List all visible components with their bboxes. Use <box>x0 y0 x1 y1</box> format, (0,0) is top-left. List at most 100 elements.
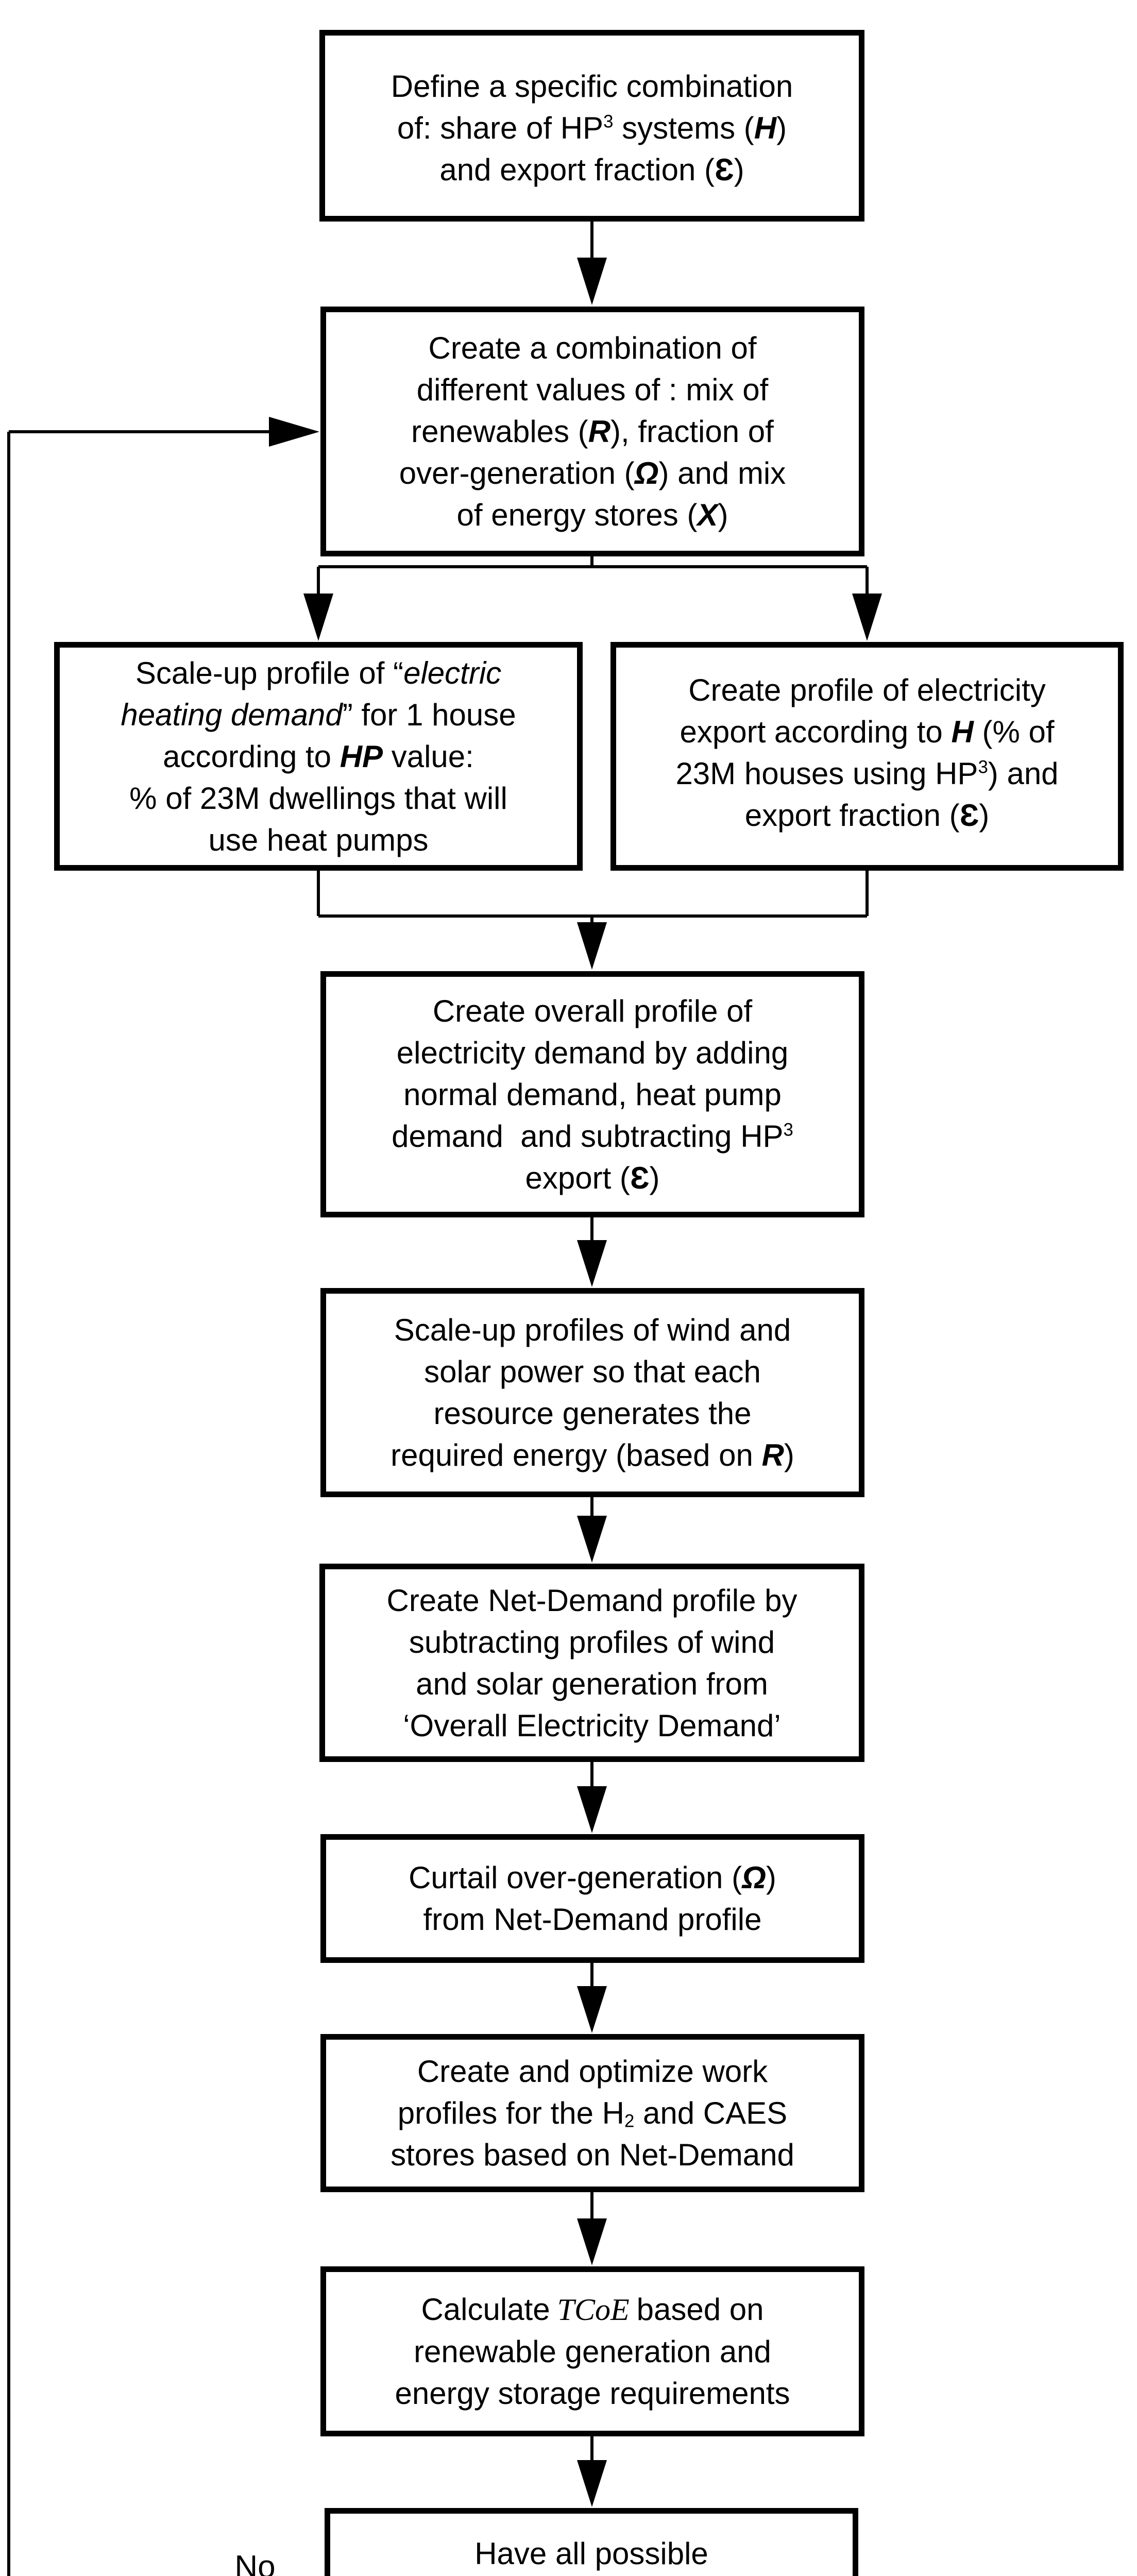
text-line: use heat pumps <box>209 819 429 861</box>
text-segment: Scale-up profiles of wind and <box>394 1313 791 1347</box>
text-segment: value: <box>383 739 474 774</box>
text-segment: 3 <box>603 111 614 132</box>
text-segment: Create Net-Demand profile by <box>386 1583 797 1618</box>
node-scale-up-wind-solar: Scale-up profiles of wind and solar power… <box>320 1288 864 1497</box>
text-segment: % of 23M dwellings that will <box>129 781 507 816</box>
text-line: Define a specific combination <box>391 65 793 107</box>
text-segment: according to <box>163 739 340 774</box>
text-segment: H <box>951 715 974 749</box>
text-line: demand and subtracting HP3 <box>392 1115 793 1157</box>
text-segment: over-generation ( <box>399 456 635 490</box>
text-line: Scale-up profiles of wind and <box>394 1309 791 1351</box>
text-line: of energy stores (X) <box>457 494 728 536</box>
text-line: export according to H (% of <box>680 711 1054 753</box>
node-create-export-profile: Create profile of electricity export acco… <box>610 642 1124 871</box>
text-segment: ) and <box>988 756 1059 791</box>
text-line: ‘Overall Electricity Demand’ <box>403 1705 781 1747</box>
arrowhead-into-scaleup-heating <box>303 594 333 641</box>
text-segment: resource generates the <box>433 1396 752 1431</box>
text-segment: of energy stores ( <box>456 498 698 532</box>
text-segment: Create profile of electricity <box>688 673 1046 707</box>
text-segment: Curtail over-generation ( <box>409 1860 742 1895</box>
node-create-net-demand: Create Net-Demand profile by subtracting … <box>319 1564 864 1762</box>
text-segment: (% of <box>973 715 1055 749</box>
text-segment: Create a combination of <box>428 331 757 365</box>
arrowhead-into-create-combination <box>577 258 607 305</box>
text-line: from Net-Demand profile <box>423 1899 762 1940</box>
text-segment: HP <box>340 739 383 774</box>
text-line: renewable generation and <box>414 2331 771 2372</box>
text-segment: and solar generation from <box>416 1666 768 1701</box>
text-segment: Calculate <box>421 2292 550 2327</box>
arrowhead-into-decision <box>577 2460 607 2507</box>
text-line: electricity demand by adding <box>397 1032 788 1074</box>
text-line: Curtail over-generation (Ω) <box>409 1857 776 1899</box>
text-segment: use heat pumps <box>208 822 429 857</box>
text-segment: renewables ( <box>411 414 588 449</box>
text-segment: 3 <box>783 1119 793 1140</box>
text-segment: ) <box>649 1160 660 1195</box>
text-segment: electricity demand by adding <box>396 1035 789 1070</box>
text-segment: 3 <box>978 757 988 777</box>
split-line-to-row3 <box>317 556 869 595</box>
arrowhead-into-curtail <box>577 1786 607 1833</box>
text-segment: Define a specific combination <box>391 69 793 104</box>
text-segment: stores based on Net-Demand <box>391 2138 794 2172</box>
text-segment: export ( <box>525 1160 630 1195</box>
text-segment: 23M houses using HP <box>675 756 978 791</box>
text-line: and export fraction (Ɛ) <box>439 149 744 191</box>
text-line: Create a combination of <box>428 327 756 369</box>
text-segment: ) <box>718 498 728 532</box>
text-segment: different values of : mix of <box>416 372 769 407</box>
text-segment: renewable generation and <box>414 2334 771 2369</box>
text-segment: export fraction ( <box>744 798 960 833</box>
text-segment: and export fraction ( <box>439 152 715 187</box>
text-segment: ), fraction of <box>610 414 774 449</box>
text-line: and solar generation from <box>416 1663 768 1705</box>
text-line: required energy (based on R) <box>391 1434 794 1476</box>
text-segment: ) <box>776 111 787 145</box>
text-line: export fraction (Ɛ) <box>745 794 989 836</box>
node-create-combination-values: Create a combination of different values … <box>320 307 864 556</box>
text-segment: ) <box>784 1438 794 1472</box>
text-line: export (Ɛ) <box>525 1157 660 1199</box>
text-segment: subtracting profiles of wind <box>409 1624 775 1659</box>
text-segment: electric <box>403 655 502 690</box>
text-line: % of 23M dwellings that will <box>129 777 507 819</box>
text-segment: heating demand <box>121 697 343 732</box>
text-segment: required energy (based on <box>391 1438 762 1472</box>
text-line: Create and optimize work <box>417 2050 768 2092</box>
text-line: according to HP value: <box>163 736 474 777</box>
text-line: different values of : mix of <box>417 369 769 411</box>
arrowhead-into-overall-demand <box>577 922 607 970</box>
arrowhead-feedback-into-create-combination <box>269 417 319 447</box>
text-segment: TCoE <box>557 2293 630 2327</box>
text-line: resource generates the <box>433 1393 751 1434</box>
text-segment: 2 <box>624 2111 635 2131</box>
text-segment: Ɛ <box>715 152 734 187</box>
text-segment: X <box>697 498 718 532</box>
arrowhead-into-tcoe <box>577 2218 607 2265</box>
arrowhead-into-scaleup-wind-solar <box>577 1240 607 1287</box>
text-line: energy storage requirements <box>395 2372 790 2414</box>
text-segment: Create overall profile of <box>432 993 753 1028</box>
text-segment: ) <box>734 152 744 187</box>
text-segment: solar power so that each <box>424 1354 761 1389</box>
text-segment: H <box>754 111 777 145</box>
text-line: profiles for the H2 and CAES <box>398 2092 787 2134</box>
text-line: heating demand” for 1 house <box>121 694 516 736</box>
text-segment: profiles for the H <box>397 2096 624 2130</box>
text-line: solar power so that each <box>424 1351 761 1393</box>
text-segment: Ω <box>742 1860 766 1895</box>
node-decision-all-combinations: Have all possiblecombinations of R, Ω an… <box>325 2508 858 2576</box>
merge-line-from-row3 <box>317 871 869 923</box>
text-segment: ” for 1 house <box>342 697 516 732</box>
text-segment: Have all possible <box>474 2536 708 2571</box>
